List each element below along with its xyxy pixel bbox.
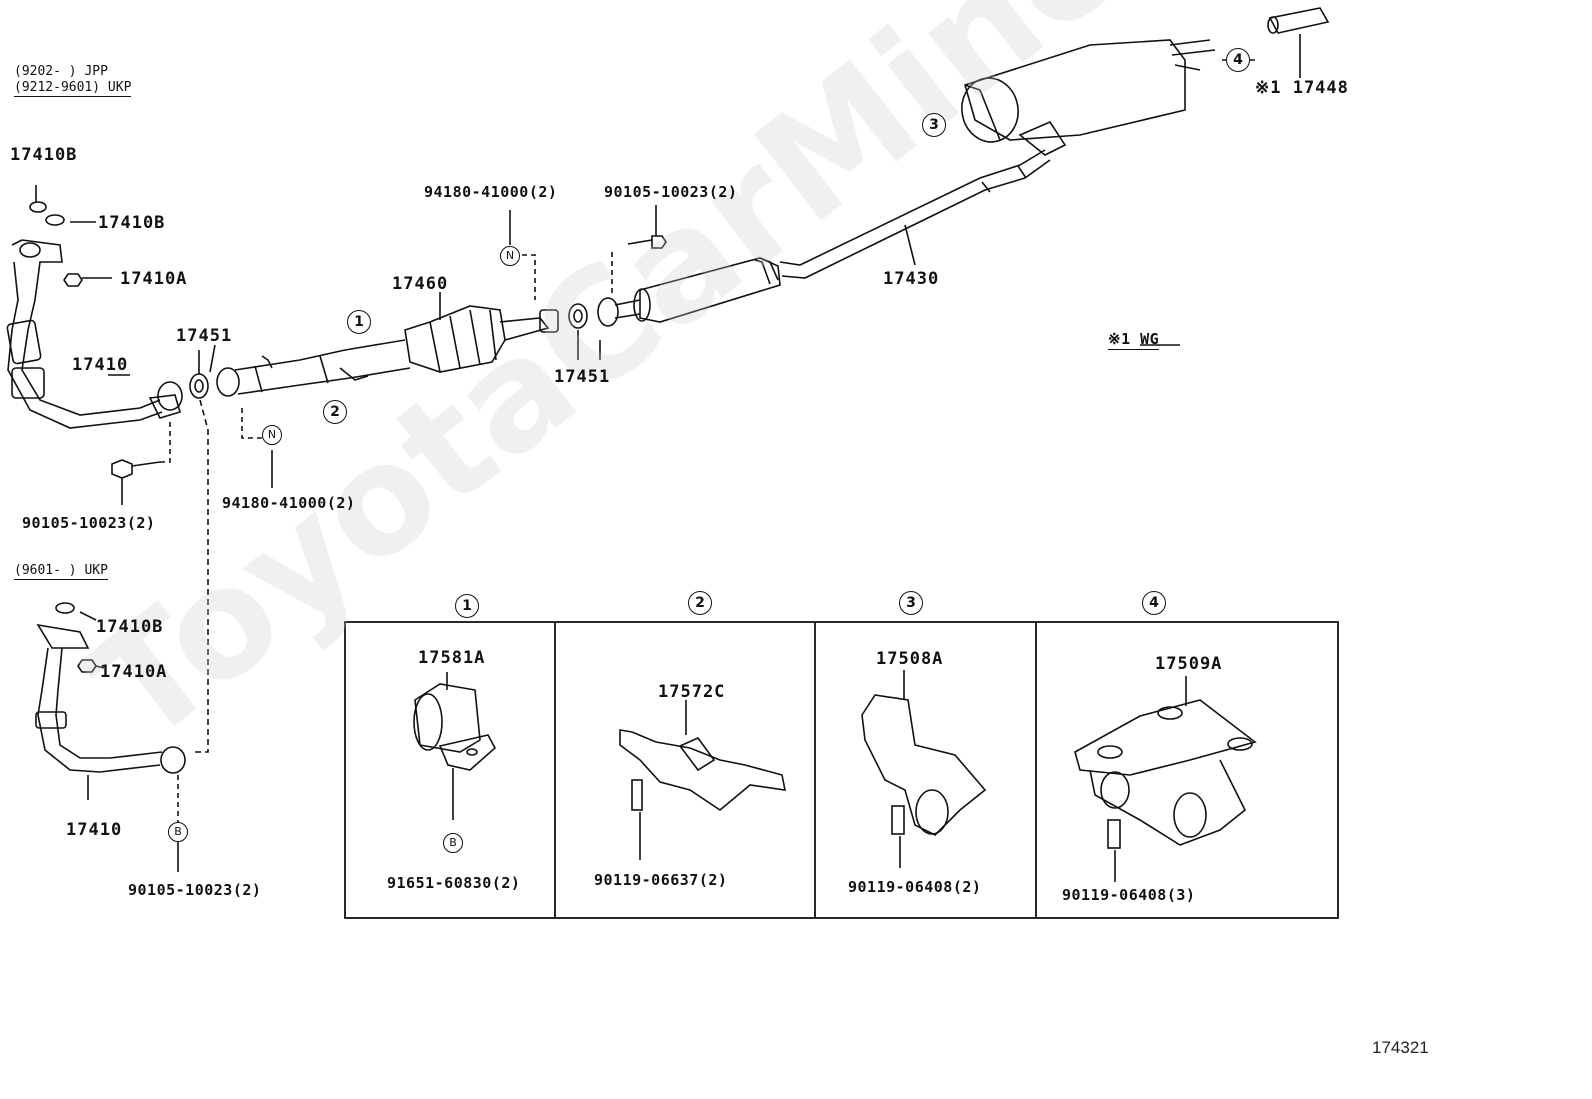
diagram-reference-number: 174321: [1372, 1038, 1429, 1057]
callout-2: 2: [323, 400, 347, 424]
part-label-nut-upper: 94180-41000(2): [424, 183, 558, 201]
hanger-17572C: [619, 700, 787, 860]
part-label-lower-17410A: 17410A: [100, 662, 168, 682]
part-label-17410: 17410: [72, 355, 129, 375]
detail-part-17581A: 17581A: [418, 648, 486, 668]
letter-b-detail: B: [443, 833, 463, 853]
detail-part-17508A: 17508A: [876, 649, 944, 669]
main-muffler: [961, 39, 1216, 156]
front-pipe-upper: [6, 239, 183, 429]
catalytic-converter: [404, 305, 559, 373]
applicability-top-1: (9202- ) JPP: [14, 64, 108, 79]
detail-fastener-2: 90119-06637(2): [594, 871, 728, 889]
hanger-17581A: [413, 672, 497, 820]
tail-pipe: [779, 149, 1051, 279]
nut-17410A: [63, 273, 83, 287]
part-label-17410B-b: 17410B: [98, 213, 166, 233]
detail-fastener-3: 90119-06408(2): [848, 878, 982, 896]
part-label-bolt-left: 90105-10023(2): [22, 514, 156, 532]
part-label-17410A: 17410A: [120, 269, 188, 289]
gasket-17451-right: [568, 303, 588, 329]
hanger-17509A: [1074, 676, 1257, 882]
part-label-17451-left: 17451: [176, 326, 233, 346]
detail-callout-3: 3: [899, 591, 923, 615]
part-label-17451-right: 17451: [554, 367, 611, 387]
callout-3: 3: [922, 113, 946, 137]
front-pipe-lower: [35, 602, 186, 872]
part-label-lower-17410: 17410: [66, 820, 123, 840]
center-pipe: [216, 339, 411, 397]
part-label-17460: 17460: [392, 274, 449, 294]
part-label-lower-17410B: 17410B: [96, 617, 164, 637]
detail-fastener-1: 91651-60830(2): [387, 874, 521, 892]
part-label-17410B-a: 17410B: [10, 145, 78, 165]
applicability-lower: (9601- ) UKP: [14, 563, 108, 580]
detail-callout-4: 4: [1142, 591, 1166, 615]
gasket-17410B-a: [29, 201, 47, 213]
part-label-bolt-upper: 90105-10023(2): [604, 183, 738, 201]
bolt-left: [111, 459, 161, 479]
gasket-17410B-b: [45, 214, 65, 226]
gasket-17451-left: [189, 373, 209, 399]
callout-4: 4: [1226, 48, 1250, 72]
detail-fastener-4: 90119-06408(3): [1062, 886, 1196, 904]
tail-tip: [1267, 7, 1330, 78]
detail-callout-1: 1: [455, 594, 479, 618]
letter-n-upper: N: [500, 246, 520, 266]
detail-box-frame: [344, 621, 1339, 919]
part-label-17448: ※1 17448: [1255, 78, 1349, 98]
part-label-17430: 17430: [883, 269, 940, 289]
detail-part-17572C: 17572C: [658, 682, 726, 702]
letter-b-lower: B: [168, 822, 188, 842]
callout-1: 1: [347, 310, 371, 334]
part-label-lower-bolt: 90105-10023(2): [128, 881, 262, 899]
note-wg: ※1 WG: [1108, 330, 1160, 350]
hanger-17508A: [861, 670, 987, 868]
bolt-upper: [627, 235, 667, 249]
detail-callout-2: 2: [688, 591, 712, 615]
part-label-nut-lower: 94180-41000(2): [222, 494, 356, 512]
detail-part-17509A: 17509A: [1155, 654, 1223, 674]
resonator: [597, 257, 781, 327]
letter-n-lower: N: [262, 425, 282, 445]
applicability-top-2: (9212-9601) UKP: [14, 80, 132, 97]
